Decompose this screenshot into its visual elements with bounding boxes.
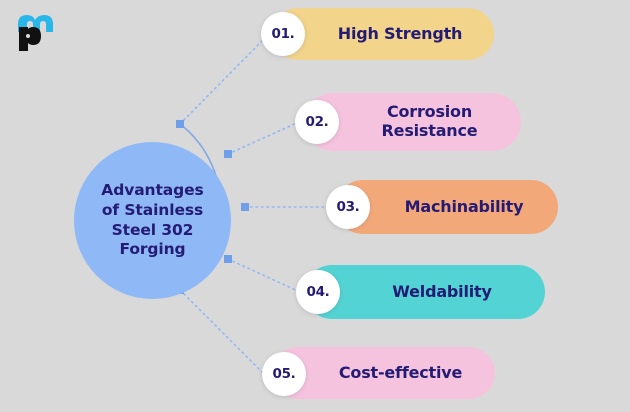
hub-label: Advantages of Stainless Steel 302 Forgin… [101,180,204,259]
item-badge-1[interactable]: 01. [261,12,305,56]
item-pill-2[interactable]: Corrosion Resistance [304,93,521,151]
item-number-4: 04. [306,284,330,300]
pm-logo [18,15,53,51]
item-label-1: High Strength [337,23,463,43]
item-badge-5[interactable]: 05. [262,352,306,396]
item-pill-5[interactable]: Cost-effective [272,347,495,399]
item-number-1: 01. [271,26,295,42]
item-number-2: 02. [305,114,329,130]
item-number-3: 03. [336,199,360,215]
center-hub: Advantages of Stainless Steel 302 Forgin… [74,142,231,299]
item-label-5: Cost-effective [338,362,463,382]
item-label-3: Machinability [404,196,524,216]
item-pill-1[interactable]: High Strength [272,8,494,60]
item-pill-3[interactable]: Machinability [336,180,558,234]
item-label-4: Weldability [392,281,492,301]
item-badge-2[interactable]: 02. [295,100,339,144]
item-number-5: 05. [272,366,296,382]
item-pill-4[interactable]: Weldability [305,265,545,319]
item-badge-4[interactable]: 04. [296,270,340,314]
item-badge-3[interactable]: 03. [326,185,370,229]
item-label-2: Corrosion Resistance [381,102,478,140]
